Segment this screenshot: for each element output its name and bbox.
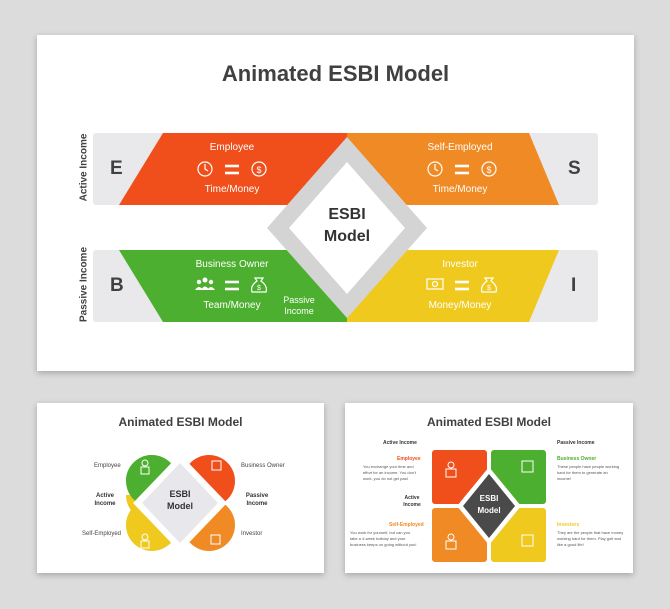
thumb2-employee-body-1: You exchange your time and <box>363 464 414 469</box>
esbi-diagram: $ $ $ $ <box>93 133 598 322</box>
thumb1-employee: Employee <box>94 463 121 469</box>
passive-income-note-1: Passive <box>283 295 315 305</box>
letter-b: B <box>110 275 124 296</box>
banknote-icon <box>426 278 444 290</box>
equals-icon <box>455 164 469 175</box>
business-owner-sub: Team/Money <box>203 300 261 311</box>
thumb2-title: Animated ESBI Model <box>426 415 551 429</box>
thumb2-business-owner-body-2: hard for them to generate an <box>557 470 608 475</box>
thumb1-passive-2: Income <box>246 501 268 507</box>
thumb2-center-2: Model <box>477 506 501 515</box>
person-icon <box>140 459 150 475</box>
center-diamond-inner <box>289 162 405 294</box>
self-employed-sub: Time/Money <box>432 184 488 195</box>
thumb2-employee-head: Employee <box>397 456 421 462</box>
main-slide-title: Animated ESBI Model <box>221 61 450 86</box>
employee-panel <box>119 133 347 205</box>
clock-icon <box>427 161 443 177</box>
thumb2-investors-body-1: They are the people that have money <box>557 530 624 535</box>
thumb2-investors-body-2: working hard for them. Play golf and <box>557 536 622 541</box>
investor-sub: Money/Money <box>428 300 492 311</box>
chart-icon <box>210 534 221 545</box>
investor-panel <box>347 250 559 322</box>
passive-income-note-2: Income <box>284 306 314 316</box>
thumb2-active-income: Active Income <box>383 440 417 446</box>
money-bag-icon <box>250 277 268 293</box>
store-icon <box>211 460 222 471</box>
person-icon <box>140 533 150 549</box>
thumb2-diagram <box>432 450 546 562</box>
person-icon <box>445 461 457 478</box>
chart-icon <box>521 534 534 547</box>
passive-income-label: Passive Income <box>78 246 90 323</box>
thumb2-investors-head: Investors <box>557 522 580 528</box>
thumb2-self-employed-head: Self-Employed <box>389 522 424 528</box>
dollar-icon: $ <box>487 285 491 292</box>
thumbnail-slide-2[interactable]: Animated ESBI Model ESBI Model Active In… <box>345 403 633 573</box>
person-icon <box>445 533 457 550</box>
thumb2-active-2-a: Active <box>404 495 420 501</box>
dollar-icon: $ <box>257 285 261 292</box>
dollar-coin-icon <box>251 161 267 177</box>
thumb1-center-1: ESBI <box>169 489 191 499</box>
thumb2-self-employed-body-3: business keeps on going without you! <box>350 542 417 547</box>
thumb2-business-owner-body-1: These people have people working <box>557 464 620 469</box>
center-title-2: Model <box>323 228 371 245</box>
store-icon <box>521 460 534 473</box>
thumb2-passive-income: Passive Income <box>557 440 595 446</box>
business-owner-panel <box>119 250 347 322</box>
thumb2-center-1: ESBI <box>479 494 499 503</box>
investor-title: Investor <box>442 259 478 270</box>
center-title-1: ESBI <box>328 206 366 223</box>
thumb1-active-2: Income <box>94 501 116 507</box>
thumb2-active-2-b: Income <box>403 502 421 508</box>
thumb1-investor: Investor <box>241 531 263 537</box>
business-owner-title: Business Owner <box>195 259 269 270</box>
thumb1-center-2: Model <box>167 501 193 511</box>
self-employed-panel <box>347 133 559 205</box>
thumb1-passive-1: Passive <box>245 493 269 499</box>
self-employed-title: Self-Employed <box>427 142 493 153</box>
thumb2-business-owner-head: Business Owner <box>557 456 597 462</box>
dollar-coin-icon <box>481 161 497 177</box>
thumb1-business-owner: Business Owner <box>241 463 285 469</box>
thumb1-diagram <box>126 454 235 552</box>
dollar-icon: $ <box>486 165 491 175</box>
thumb2-investors-body-3: like a good life! <box>557 542 584 547</box>
clock-icon <box>197 161 213 177</box>
thumb2-self-employed-body-2: take a 4-week holiday and your <box>350 536 406 541</box>
active-income-label: Active Income <box>78 133 90 202</box>
thumb1-self-employed: Self-Employed <box>82 531 122 537</box>
thumb2-employee-body-3: work, you do not get paid <box>363 476 408 481</box>
equals-icon <box>225 280 239 291</box>
thumb2-self-employed-body-1: You work for yourself, but can you <box>350 530 411 535</box>
equals-icon <box>225 164 239 175</box>
equals-icon <box>455 280 469 291</box>
dollar-icon: $ <box>256 165 261 175</box>
main-slide: Animated ESBI Model $ $ <box>37 35 634 371</box>
letter-i: I <box>571 275 577 296</box>
letter-e: E <box>110 158 123 179</box>
team-icon <box>195 277 215 290</box>
money-bag-icon <box>480 277 498 293</box>
employee-sub: Time/Money <box>204 184 260 195</box>
thumb1-active-1: Active <box>95 493 114 499</box>
thumb1-title: Animated ESBI Model <box>118 415 243 429</box>
employee-title: Employee <box>209 142 255 153</box>
thumbnail-slide-1[interactable]: Animated ESBI Model ESBI Model Employee … <box>37 403 324 573</box>
letter-s: S <box>568 158 581 179</box>
thumb2-business-owner-body-3: income! <box>557 476 572 481</box>
thumb2-employee-body-2: effort for an income. You don't <box>363 470 416 475</box>
